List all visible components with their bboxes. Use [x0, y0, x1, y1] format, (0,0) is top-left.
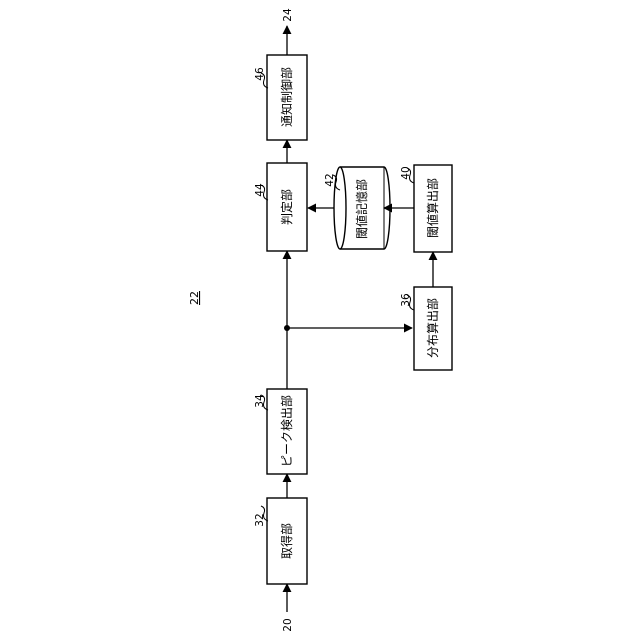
distribution-calc-label: 分布算出部: [425, 298, 440, 358]
input-port-label: 20: [282, 618, 294, 631]
determination-ref: 44: [254, 183, 266, 197]
peak-detection-ref: 34: [254, 394, 266, 408]
notification-control-block: 通知制御部: [267, 55, 307, 140]
peak-detection-block: ピーク検出部: [267, 389, 307, 474]
acquisition-ref: 32: [254, 513, 266, 526]
acquisition-label: 取得部: [279, 523, 294, 559]
threshold-storage-label: 閾値記憶部: [354, 179, 369, 239]
distribution-calc-block: 分布算出部: [414, 287, 452, 370]
acquisition-block: 取得部: [267, 498, 307, 584]
determination-block: 判定部: [267, 163, 307, 251]
determination-label: 判定部: [279, 189, 294, 225]
notification-control-label: 通知制御部: [279, 67, 294, 127]
peak-detection-label: ピーク検出部: [279, 395, 294, 467]
threshold-calc-label: 閾値算出部: [425, 178, 440, 238]
distribution-calc-ref: 36: [400, 293, 412, 307]
output-port-label: 24: [282, 8, 294, 22]
threshold-storage-cylinder: 閾値記憶部: [334, 167, 390, 249]
threshold-calc-block: 閾値算出部: [414, 165, 452, 252]
threshold-storage-ref: 42: [324, 173, 336, 186]
notification-control-ref: 46: [254, 67, 266, 81]
threshold-calc-ref: 40: [400, 166, 412, 179]
figure-ref-label: 22: [188, 291, 201, 305]
